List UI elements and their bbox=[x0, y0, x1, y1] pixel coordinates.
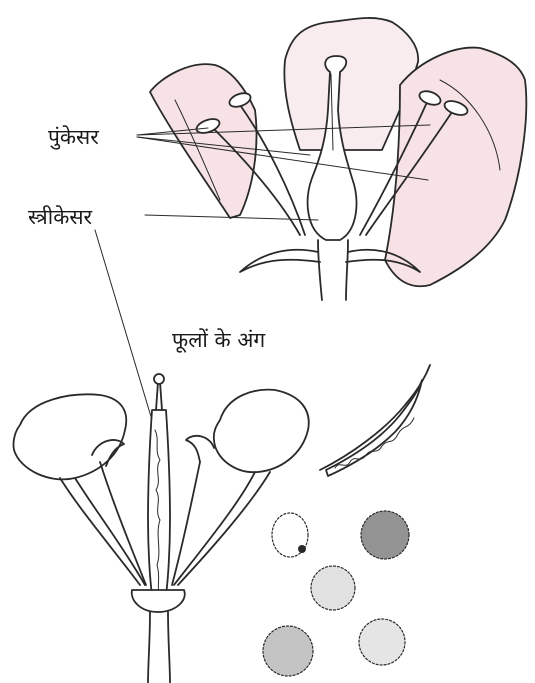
center-petal bbox=[284, 18, 418, 150]
closeup-style bbox=[156, 382, 162, 410]
left-sepal bbox=[240, 250, 320, 272]
pollen-grain-1-nucleus bbox=[298, 545, 306, 553]
right-petal bbox=[385, 48, 526, 287]
pistil-label: स्त्रीकेसर bbox=[28, 203, 92, 231]
flower-stalk bbox=[318, 240, 348, 300]
closeup-filament-left-3 bbox=[100, 462, 146, 585]
flower-section-figure bbox=[150, 18, 526, 300]
closeup-filament-left-outer bbox=[60, 478, 140, 585]
pollen-grain-5 bbox=[359, 619, 405, 665]
closeup-stalk bbox=[148, 612, 170, 683]
right-scale bbox=[186, 436, 214, 462]
pollen-grains-figure bbox=[263, 511, 409, 676]
stamen-label: पुंकेसर bbox=[48, 123, 99, 151]
anther-segment-body bbox=[326, 380, 422, 476]
closeup-stigma bbox=[154, 374, 164, 384]
closeup-filament-right-outer bbox=[178, 472, 270, 585]
right-anther-lobe bbox=[214, 390, 309, 472]
pollen-grain-4 bbox=[263, 626, 313, 676]
closeup-pistil bbox=[148, 410, 170, 595]
figure-caption: फूलों के अंग bbox=[172, 326, 265, 354]
anther-segment-figure bbox=[320, 365, 430, 476]
left-anther-lobe bbox=[13, 394, 126, 479]
closeup-figure bbox=[13, 374, 308, 683]
pollen-grain-3 bbox=[311, 566, 355, 610]
anther-segment-outline bbox=[320, 365, 430, 470]
closeup-filament-left-inner bbox=[75, 478, 145, 585]
pollen-grain-2 bbox=[361, 511, 409, 559]
closeup-base bbox=[132, 590, 185, 612]
